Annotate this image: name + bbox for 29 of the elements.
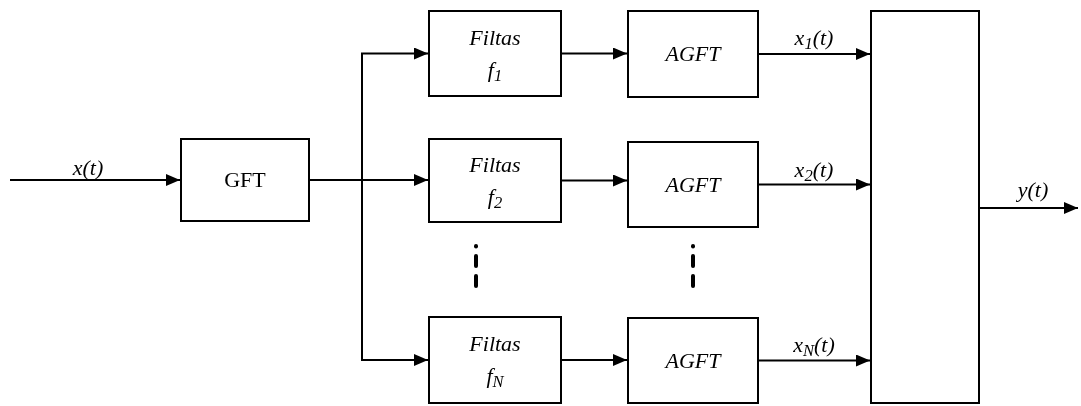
arrow — [561, 47, 628, 60]
box-label: Filtas f$_{N}$ — [468, 330, 522, 392]
signal-label: x$_{1}$(t) — [794, 26, 834, 50]
box-label: AGFT — [663, 170, 723, 199]
arrow — [979, 202, 1079, 214]
box-label: Filtas f$_{1}$ — [468, 23, 522, 86]
arrow — [758, 354, 871, 367]
signal-label: x$_{N}$(t) — [793, 333, 835, 357]
process-box — [180, 138, 310, 222]
arrow — [561, 354, 628, 366]
arrow — [309, 179, 429, 366]
arrow — [758, 178, 871, 191]
process-box — [428, 316, 562, 404]
box-label: AGFT — [663, 40, 723, 68]
process-box — [428, 138, 562, 223]
arrow — [561, 174, 628, 187]
signal-label: x(t) — [72, 156, 104, 180]
signal-label: y(t) — [1017, 178, 1049, 202]
box-label: GFT — [223, 166, 267, 194]
box-label: AGFT — [663, 346, 723, 375]
process-box — [428, 10, 562, 97]
signal-label: x$_{2}$(t) — [794, 158, 834, 182]
process-box — [870, 10, 980, 404]
arrow — [758, 48, 871, 60]
process-box — [627, 10, 759, 98]
box-label: Filtas f$_{2}$ — [468, 150, 522, 213]
process-box — [627, 317, 759, 404]
process-box — [627, 141, 759, 228]
arrow — [9, 174, 181, 186]
